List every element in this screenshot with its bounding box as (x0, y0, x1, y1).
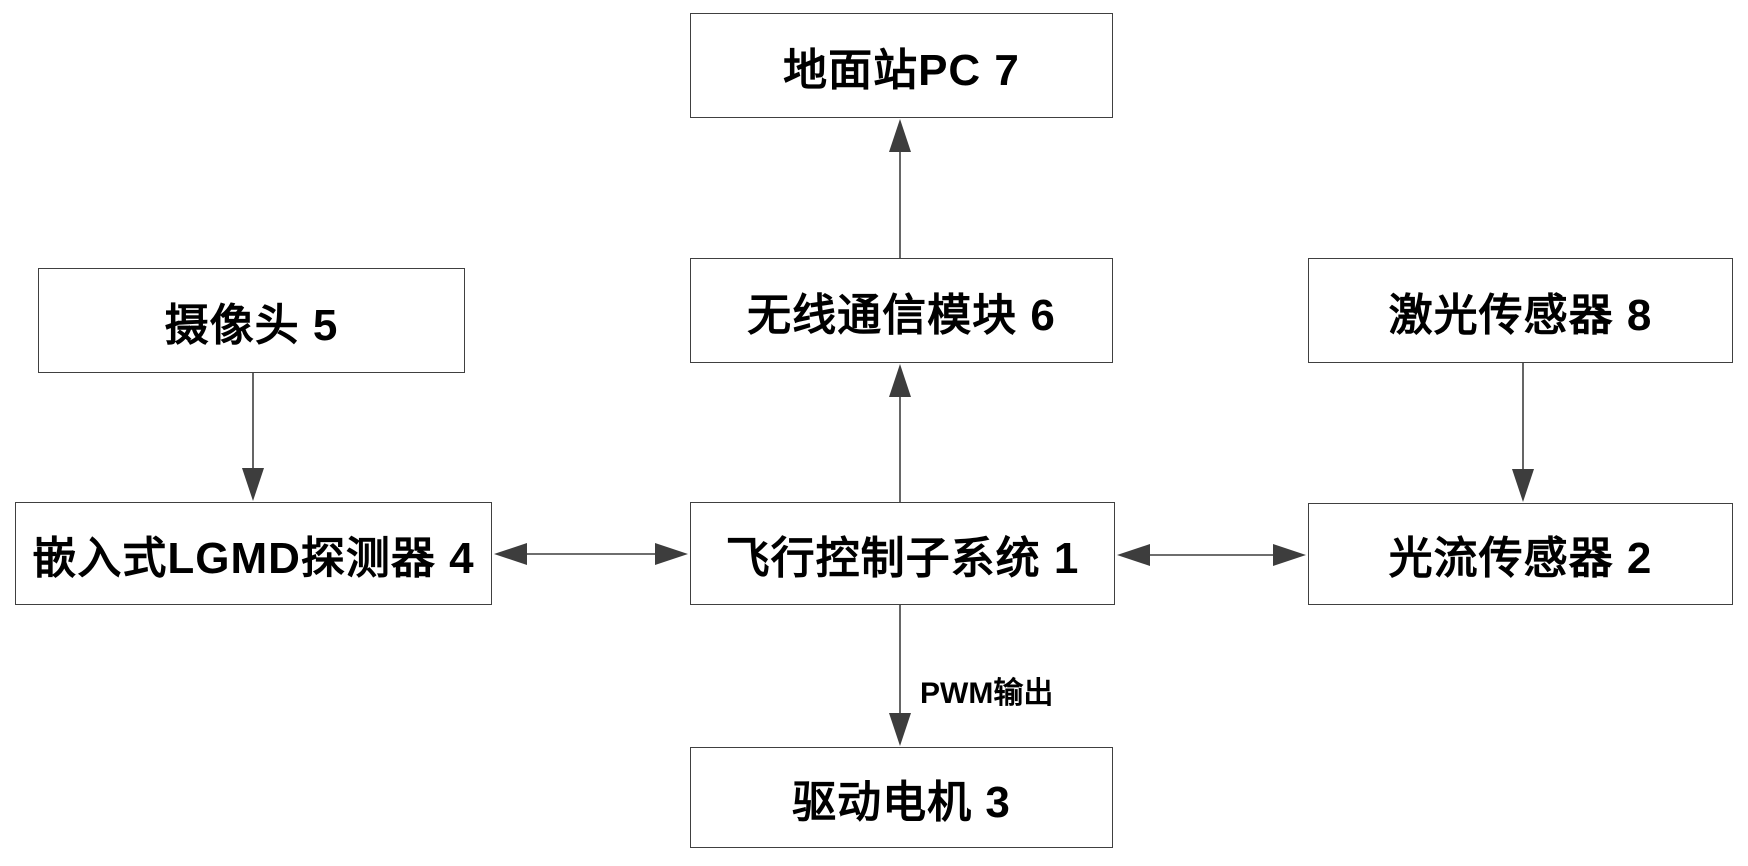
node-optical-flow-sensor: 光流传感器 2 (1308, 503, 1733, 605)
node-wireless-comm-module-label: 无线通信模块 6 (747, 290, 1056, 340)
node-ground-station-pc-label: 地面站PC 7 (783, 45, 1020, 95)
node-laser-sensor-label: 激光传感器 8 (1388, 290, 1653, 340)
node-drive-motor-label: 驱动电机 3 (792, 777, 1011, 827)
node-camera-label: 摄像头 5 (164, 300, 339, 350)
node-flight-control-subsystem: 飞行控制子系统 1 (690, 502, 1115, 605)
arrow-flight-control-to-wireless (889, 364, 911, 502)
node-wireless-comm-module: 无线通信模块 6 (690, 258, 1113, 363)
node-drive-motor: 驱动电机 3 (690, 747, 1113, 848)
arrow-laser-to-optical-flow (1512, 363, 1534, 502)
node-flight-control-subsystem-label: 飞行控制子系统 1 (725, 533, 1080, 583)
node-camera: 摄像头 5 (38, 268, 465, 373)
arrow-wireless-to-ground-pc (889, 119, 911, 258)
node-laser-sensor: 激光传感器 8 (1308, 258, 1733, 363)
arrow-flight-control-to-drive-motor (889, 605, 911, 746)
node-ground-station-pc: 地面站PC 7 (690, 13, 1113, 118)
node-embedded-lgmd-detector: 嵌入式LGMD探测器 4 (15, 502, 492, 605)
pwm-output-edge-label: PWM输出 (920, 677, 1054, 710)
arrow-camera-to-lgmd (242, 373, 264, 501)
arrow-flight-control-optical-flow-bidirectional (1117, 544, 1306, 566)
node-optical-flow-sensor-label: 光流传感器 2 (1388, 534, 1653, 583)
node-embedded-lgmd-detector-label: 嵌入式LGMD探测器 4 (32, 533, 475, 583)
arrow-lgmd-flight-control-bidirectional (494, 543, 688, 565)
